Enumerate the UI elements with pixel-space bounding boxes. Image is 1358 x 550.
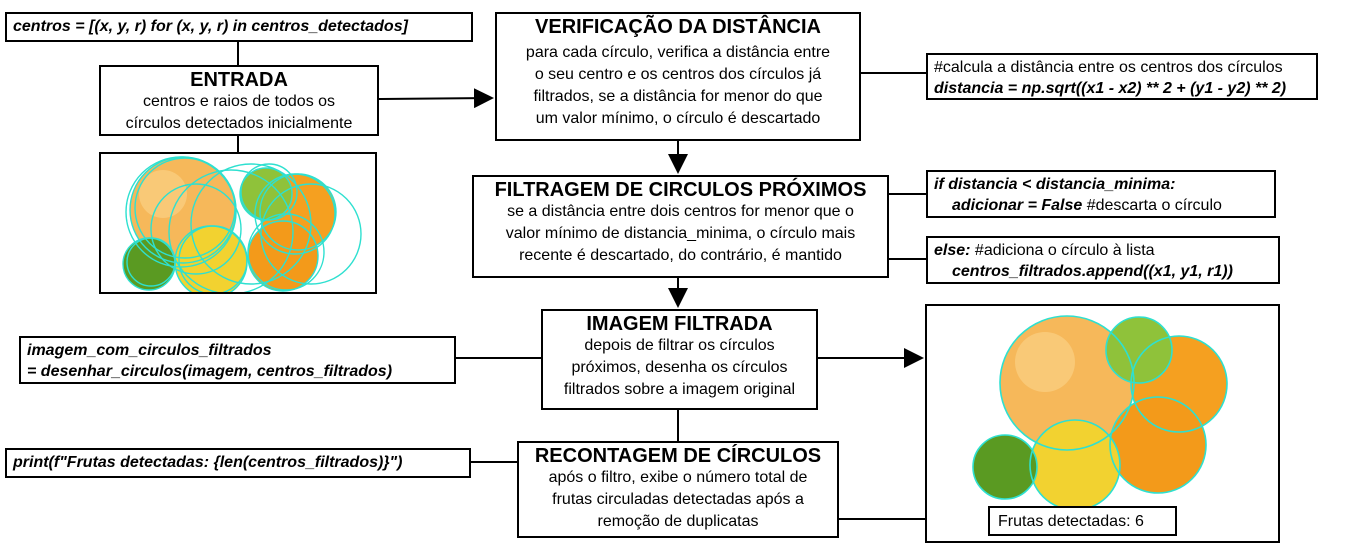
code-else-box: else: #adiciona o círculo à lista centro… [926,236,1280,284]
imagem-filtrada-line-1: depois de filtrar os círculos [584,337,775,354]
filtragem-line-1: se a distância entre dois centros for me… [507,203,854,220]
code-if-line-1: if distancia < distancia_minima: [934,176,1176,193]
filtragem-box: FILTRAGEM DE CIRCULOS PRÓXIMOS se a dist… [472,175,889,278]
code-print: print(f"Frutas detectadas: {len(centros_… [13,454,403,471]
arrow-entrada-to-verificacao [377,88,494,109]
verificacao-box: VERIFICAÇÃO DA DISTÂNCIA para cada círcu… [495,12,861,141]
fruit-photo-filtered-graphic [972,315,1228,511]
output-text: Frutas detectadas: 6 [998,513,1144,530]
recontagem-line-2: frutas circuladas detectadas após a [552,491,804,508]
entrada-title: ENTRADA [190,69,288,91]
fruit-photo-detected-graphic [122,156,362,292]
filtragem-line-3: recente é descartado, do contrário, é ma… [519,247,842,264]
code-desenhar-line-1: imagem_com_circulos_filtrados [27,342,272,359]
recontagem-box: RECONTAGEM DE CÍRCULOS após o filtro, ex… [517,441,839,538]
code-desenhar-line-2: = desenhar_circulos(imagem, centros_filt… [27,363,393,380]
fruit-photo-filtered [925,304,1280,543]
code-distancia-comment: #calcula a distância entre os centros do… [934,59,1283,76]
imagem-filtrada-title: IMAGEM FILTRADA [586,313,773,335]
verificacao-line-3: filtrados, se a distância for menor do q… [533,88,823,105]
code-centros-box: centros = [(x, y, r) for (x, y, r) in ce… [5,12,473,42]
filtragem-line-2: valor mínimo de distancia_minima, o círc… [505,225,856,242]
recontagem-line-3: remoção de duplicatas [597,513,759,530]
code-distancia-box: #calcula a distância entre os centros do… [926,53,1318,100]
imagem-filtrada-box: IMAGEM FILTRADA depois de filtrar os cír… [541,309,818,410]
code-else-comment: #adiciona o círculo à lista [970,242,1155,259]
filtragem-title: FILTRAGEM DE CIRCULOS PRÓXIMOS [494,179,867,201]
code-if-box: if distancia < distancia_minima: adicion… [926,170,1276,218]
code-if-comment: #descarta o círculo [1082,197,1222,214]
verificacao-line-2: o seu centro e os centros dos círculos j… [534,66,822,83]
code-if-line-2: adicionar = False [952,197,1083,214]
code-desenhar-box: imagem_com_circulos_filtrados = desenhar… [19,336,456,384]
verificacao-line-1: para cada círculo, verifica a distância … [525,44,831,61]
entrada-line-1: centros e raios de todos os [142,93,336,110]
imagem-filtrada-line-2: próximos, desenha os círculos [571,359,788,376]
recontagem-line-1: após o filtro, exibe o número total de [548,469,808,486]
entrada-box: ENTRADA centros e raios de todos os círc… [99,65,379,136]
code-centros: centros = [(x, y, r) for (x, y, r) in ce… [13,18,408,35]
recontagem-title: RECONTAGEM DE CÍRCULOS [534,445,822,467]
fruit-photo-detected [99,152,377,294]
code-else-line-1: else: [934,242,971,259]
imagem-filtrada-line-3: filtrados sobre a imagem original [563,381,796,398]
verificacao-line-4: um valor mínimo, o círculo é descartado [535,110,821,127]
entrada-line-2: círculos detectados inicialmente [125,115,353,132]
output-box: Frutas detectadas: 6 [988,506,1177,536]
code-print-box: print(f"Frutas detectadas: {len(centros_… [5,448,471,478]
verificacao-title: VERIFICAÇÃO DA DISTÂNCIA [535,16,821,38]
code-distancia: distancia = np.sqrt((x1 - x2) ** 2 + (y1… [934,80,1287,97]
code-else-line-2: centros_filtrados.append((x1, y1, r1)) [952,263,1233,280]
